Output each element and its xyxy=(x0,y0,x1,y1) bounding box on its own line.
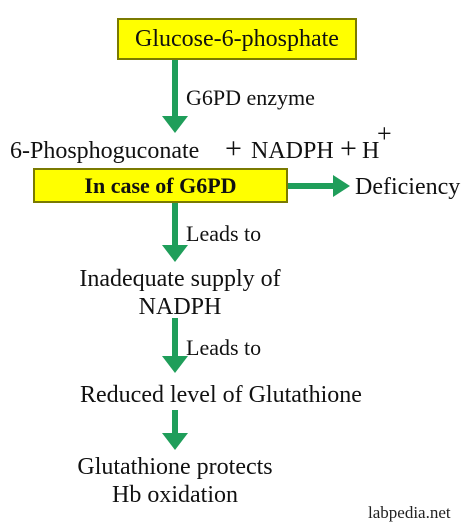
hydrogen-superscript: + xyxy=(377,119,392,148)
plus-sign-2: + xyxy=(340,132,357,165)
plus-sign-1: + xyxy=(225,132,242,165)
edge-label-leads-to-1: Leads to xyxy=(186,221,262,246)
edge-label-g6pd-enzyme: G6PD enzyme xyxy=(186,85,315,110)
node-deficiency: Deficiency xyxy=(355,174,461,200)
edge-label-leads-to-2: Leads to xyxy=(186,335,262,360)
node-nadph: NADPH xyxy=(251,138,334,164)
node-inadequate-supply: Inadequate supply of NADPH xyxy=(70,265,290,321)
node-glutathione-protects: Glutathione protects Hb oxidation xyxy=(60,453,290,509)
node-protects-line-2: Hb oxidation xyxy=(112,482,238,508)
node-reduced-glutathione: Reduced level of Glutathione xyxy=(80,382,362,408)
node-6-phosphoguconate: 6-Phosphoguconate xyxy=(10,138,200,164)
arrow-deficiency xyxy=(288,175,350,197)
watermark: labpedia.net xyxy=(368,503,451,522)
node-glucose-label: Glucose-6-phosphate xyxy=(135,26,339,52)
arrow-3 xyxy=(162,318,188,373)
node-protects-line-1: Glutathione protects xyxy=(77,454,273,480)
node-inadequate-line-2: NADPH xyxy=(138,294,222,320)
node-in-case-label: In case of G6PD xyxy=(84,172,237,198)
node-in-case-of-g6pd: In case of G6PD xyxy=(33,168,288,203)
node-glucose-6-phosphate: Glucose-6-phosphate xyxy=(117,18,357,60)
node-inadequate-line-1: Inadequate supply of xyxy=(79,266,281,292)
arrow-1 xyxy=(162,58,188,133)
arrow-4 xyxy=(162,410,188,450)
arrow-2 xyxy=(162,203,188,262)
node-hydrogen: H xyxy=(362,138,380,164)
